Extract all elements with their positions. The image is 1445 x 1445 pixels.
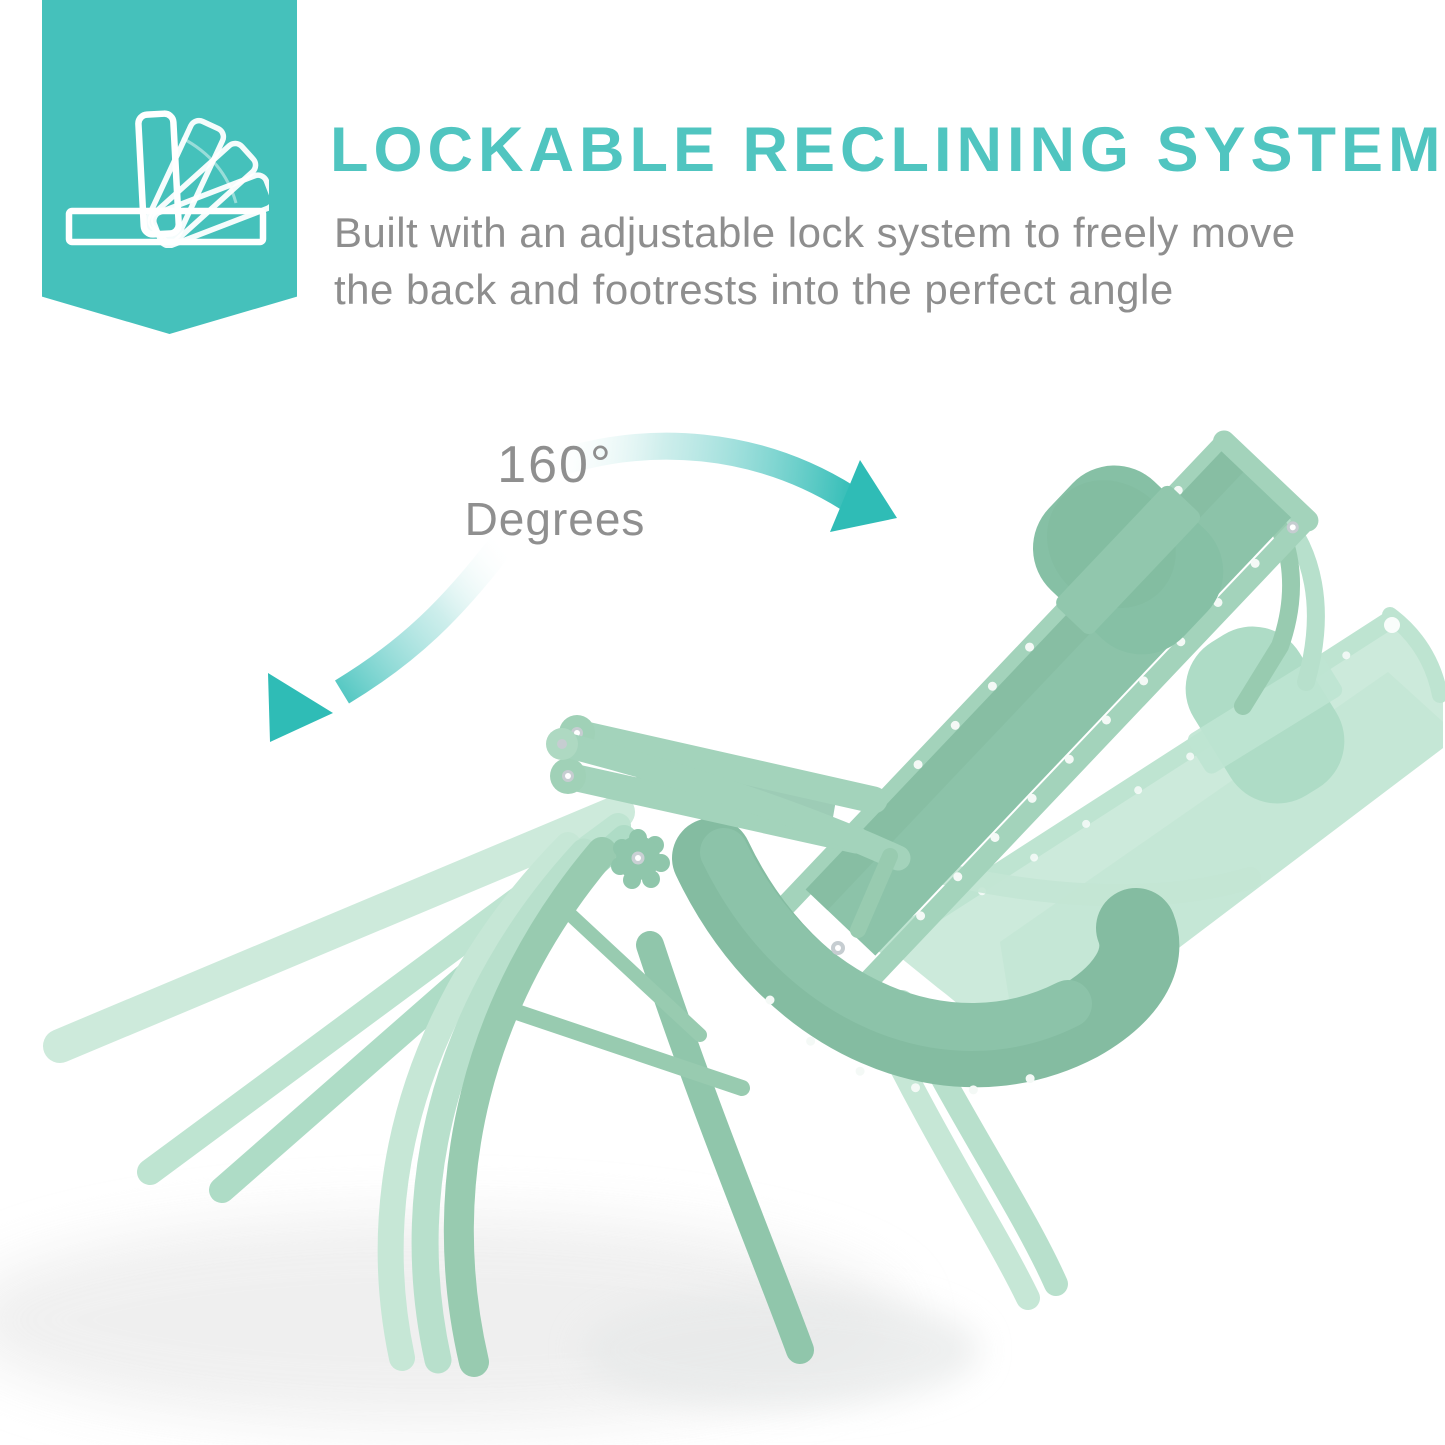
ground-shadow [0, 1215, 980, 1425]
description-line2: the back and footrests into the perfect … [334, 266, 1174, 313]
front-leg [443, 837, 617, 1377]
angle-label: 160° Degrees [395, 436, 715, 544]
page-title: LOCKABLE RECLINING SYSTEM [330, 115, 1445, 185]
angle-unit: Degrees [464, 493, 646, 545]
feature-banner [42, 0, 297, 334]
arrow-curve-down-left-icon [268, 531, 516, 742]
armrest [549, 731, 911, 871]
arrow-curve-right-icon [533, 432, 897, 532]
chair-main [443, 430, 1319, 1377]
lock-knob [611, 829, 670, 889]
footrest-bar [563, 719, 888, 814]
description: Built with an adjustable lock system to … [334, 204, 1296, 318]
headrest-pillow [1033, 465, 1224, 655]
recline-angle-icon [65, 110, 269, 248]
description-line1: Built with an adjustable lock system to … [334, 209, 1296, 256]
angle-value: 160° [497, 436, 613, 494]
